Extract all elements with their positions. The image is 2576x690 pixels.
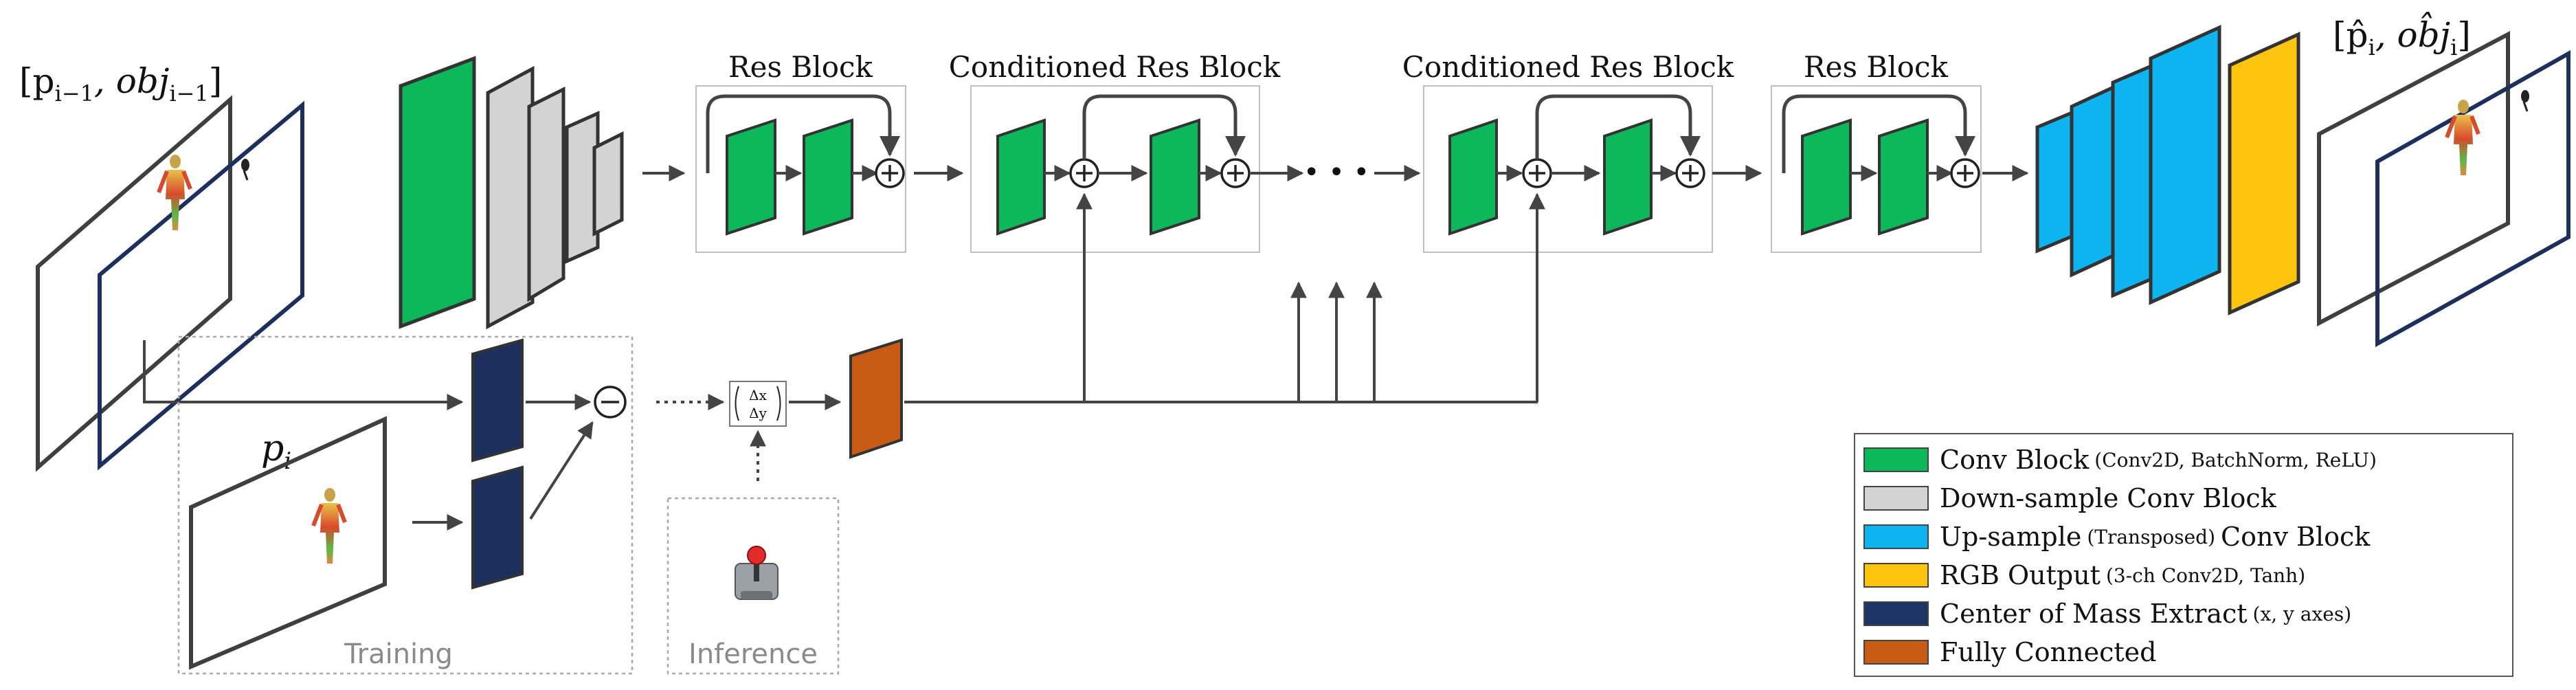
legend-label: Conv Block	[1940, 445, 2090, 475]
delta-y-label: Δy	[749, 405, 767, 421]
legend-detail: (3-ch Conv2D, Tanh)	[2105, 564, 2306, 587]
cond-res-block-2-conv-a	[1448, 118, 1498, 236]
legend-label: Fully Connected	[1940, 637, 2157, 667]
legend-label: Center of Mass Extract	[1940, 599, 2248, 629]
output-frame-pose	[2317, 31, 2510, 326]
legend-label-rest: Conv Block	[2221, 522, 2371, 552]
cond-res-block-1-skip	[1082, 94, 1246, 159]
legend-item-downsample: Down-sample Conv Block	[1863, 481, 2276, 515]
target-human-figure-icon	[311, 488, 347, 564]
upsample-block-4	[2149, 25, 2221, 305]
legend-detail: (Transposed)	[2087, 525, 2216, 548]
input-label: [pi−1, obji−1]	[19, 61, 222, 107]
cond-res-block-2-skip	[1535, 94, 1701, 159]
legend-swatch-rgb	[1863, 563, 1929, 588]
downsample-block-3	[565, 111, 600, 264]
downsample-block-1	[486, 65, 535, 330]
res-block-1-title: Res Block	[728, 50, 873, 84]
decoder	[2035, 25, 2300, 315]
inference-label: Inference	[688, 638, 818, 670]
legend-swatch-com	[1863, 601, 1929, 626]
output-frames	[2317, 31, 2571, 348]
output-human-figure-icon	[2445, 100, 2480, 175]
inference-panel: Inference	[667, 430, 840, 675]
res-block-2-conv-a	[1801, 118, 1852, 236]
cond-res-block-1-conv-b	[1150, 118, 1200, 236]
legend-item-upsample: Up-sample (Transposed) Conv Block	[1863, 520, 2370, 554]
legend-swatch-conv	[1863, 447, 1929, 472]
com-extract-target	[471, 465, 524, 590]
downsample-block-4	[592, 131, 624, 237]
target-frame	[189, 416, 387, 670]
cond-res-block-1-conv-a	[996, 118, 1046, 236]
legend-label: Down-sample Conv Block	[1940, 483, 2276, 513]
input-frames	[36, 95, 304, 472]
rgb-output-block	[2228, 32, 2300, 315]
legend-swatch-downsample	[1863, 486, 1929, 511]
legend-detail: (x, y axes)	[2252, 602, 2352, 625]
output-object-silhouette-icon	[2521, 90, 2529, 112]
human-figure-icon	[157, 155, 192, 230]
cond-res-block-2-frame	[1423, 85, 1713, 253]
training-label: Training	[344, 638, 453, 670]
legend-item-com: Center of Mass Extract (x, y axes)	[1863, 597, 2357, 631]
training-panel: Training pi	[177, 335, 634, 675]
input-frame-object	[98, 100, 304, 471]
repeat-ellipsis: • • •	[1303, 157, 1369, 188]
legend-label: Up-sample	[1940, 522, 2082, 552]
legend-item-conv: Conv Block (Conv2D, BatchNorm, ReLU)	[1863, 443, 2382, 477]
cond-res-block-1-title: Conditioned Res Block	[949, 50, 1281, 84]
inference-frame	[667, 497, 840, 675]
res-block-2-skip	[1782, 94, 1975, 173]
downsample-block-2	[527, 86, 565, 302]
legend: Conv Block (Conv2D, BatchNorm, ReLU) Dow…	[1854, 433, 2513, 677]
conv-block-encoder	[399, 56, 476, 329]
legend-detail: (Conv2D, BatchNorm, ReLU)	[2094, 448, 2377, 471]
conditioned-res-block-1: Conditioned Res Block	[949, 50, 1281, 253]
delta-x-label: Δx	[749, 387, 767, 403]
subtract-icon	[594, 386, 627, 419]
output-label: [p̂i, ob̂ji]	[2333, 11, 2471, 60]
cond-res-block-2-title: Conditioned Res Block	[1402, 50, 1734, 84]
legend-item-rgb: RGB Output (3-ch Conv2D, Tanh)	[1863, 558, 2311, 592]
arrow-input-to-com	[143, 340, 464, 410]
joystick-icon	[735, 546, 779, 600]
object-silhouette-icon	[241, 159, 249, 181]
cond-res-block-2-conv-b	[1603, 118, 1653, 236]
encoder	[399, 56, 624, 330]
legend-item-fc: Fully Connected	[1863, 635, 2156, 669]
input-frame-pose	[36, 95, 232, 472]
fully-connected-block	[849, 338, 903, 459]
cond-res-block-1-frame	[970, 85, 1260, 253]
upsample-block-2	[2070, 83, 2118, 278]
res-block-2-title: Res Block	[1804, 50, 1948, 84]
res-block-2-frame	[1771, 85, 1982, 253]
conditioned-res-block-2: Conditioned Res Block	[1402, 50, 1734, 253]
delta-vector: Δx Δy	[729, 381, 787, 427]
res-block-1: Res Block	[695, 50, 906, 253]
res-block-2-conv-b	[1878, 118, 1929, 236]
legend-swatch-upsample	[1863, 524, 1929, 549]
res-block-1-conv-a	[726, 118, 776, 236]
com-extract-prev	[471, 338, 524, 463]
res-block-1-frame	[695, 85, 906, 253]
legend-label: RGB Output	[1940, 560, 2101, 590]
res-block-2: Res Block	[1771, 50, 1982, 253]
res-block-1-conv-b	[803, 118, 853, 236]
res-block-1-skip	[706, 94, 900, 173]
output-frame-object	[2375, 49, 2571, 348]
training-frame	[177, 335, 634, 675]
legend-swatch-fc	[1863, 640, 1929, 665]
